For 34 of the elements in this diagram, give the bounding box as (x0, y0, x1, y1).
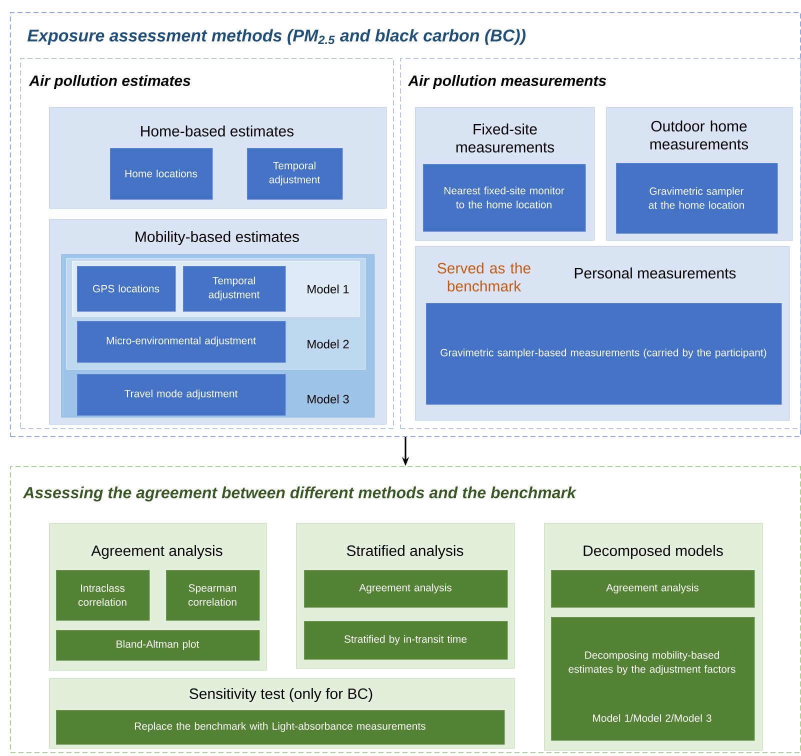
panel-heading: Mobility-based estimates (136, 231, 299, 245)
panel-heading: Fixed-site measurements (456, 124, 554, 152)
analysis-box: Stratified by in-transit time (304, 621, 508, 660)
panel-heading: Agreement analysis (91, 545, 222, 559)
panel-heading: Outdoor home measurements (650, 120, 748, 150)
panel-heading: Sensitivity test (only for BC) (190, 688, 372, 702)
analysis-box: Agreement analysis (304, 570, 508, 608)
model-label: Model 2 (308, 340, 349, 348)
analysis-box: Spearman correlation (166, 570, 260, 621)
method-box: Temporal adjustment (247, 148, 343, 200)
benchmark-note: Served as the benchmark (438, 262, 530, 292)
model-label: Model 1 (308, 284, 349, 294)
section-title: Exposure assessment methods (PM$_{2.5}$ and black carbon (BC)) (28, 29, 526, 45)
method-box: Temporal adjustment (183, 266, 286, 312)
model-label: Model 3 (308, 394, 349, 404)
section-heading: Air pollution measurements (408, 75, 606, 89)
method-box: Travel mode adjustment (77, 374, 286, 416)
analysis-box: Agreement analysis (551, 570, 755, 608)
panel-heading: Stratified analysis (346, 545, 464, 559)
method-box: Nearest fixed-site monitor to the home location (423, 164, 586, 232)
method-box: Micro-environmental adjustment (77, 321, 286, 363)
method-box: Gravimetric sampler at the home location (616, 163, 778, 234)
panel-heading: Decomposed models (584, 545, 723, 559)
method-box: GPS locations (77, 266, 176, 312)
analysis-box: Replace the benchmark with Light-absorbance measurements (56, 710, 505, 745)
analysis-box: Bland-Altman plot (56, 630, 260, 661)
panel-heading: Personal measurements (574, 268, 736, 278)
section-heading: Air pollution estimates (28, 75, 190, 89)
method-box: Gravimetric sampler-based measurements (carried by the participant) (426, 303, 782, 405)
panel-heading: Home-based estimates (141, 126, 294, 136)
analysis-box: Intraclass correlation (56, 570, 150, 621)
analysis-box: Decomposing mobility-based estimates by the adjustment factors Model 1/Model 2/Model 3 (551, 617, 755, 741)
section-title: Assessing the agreement between different methods and the benchmark (22, 486, 577, 502)
method-box: Home locations (110, 148, 213, 200)
